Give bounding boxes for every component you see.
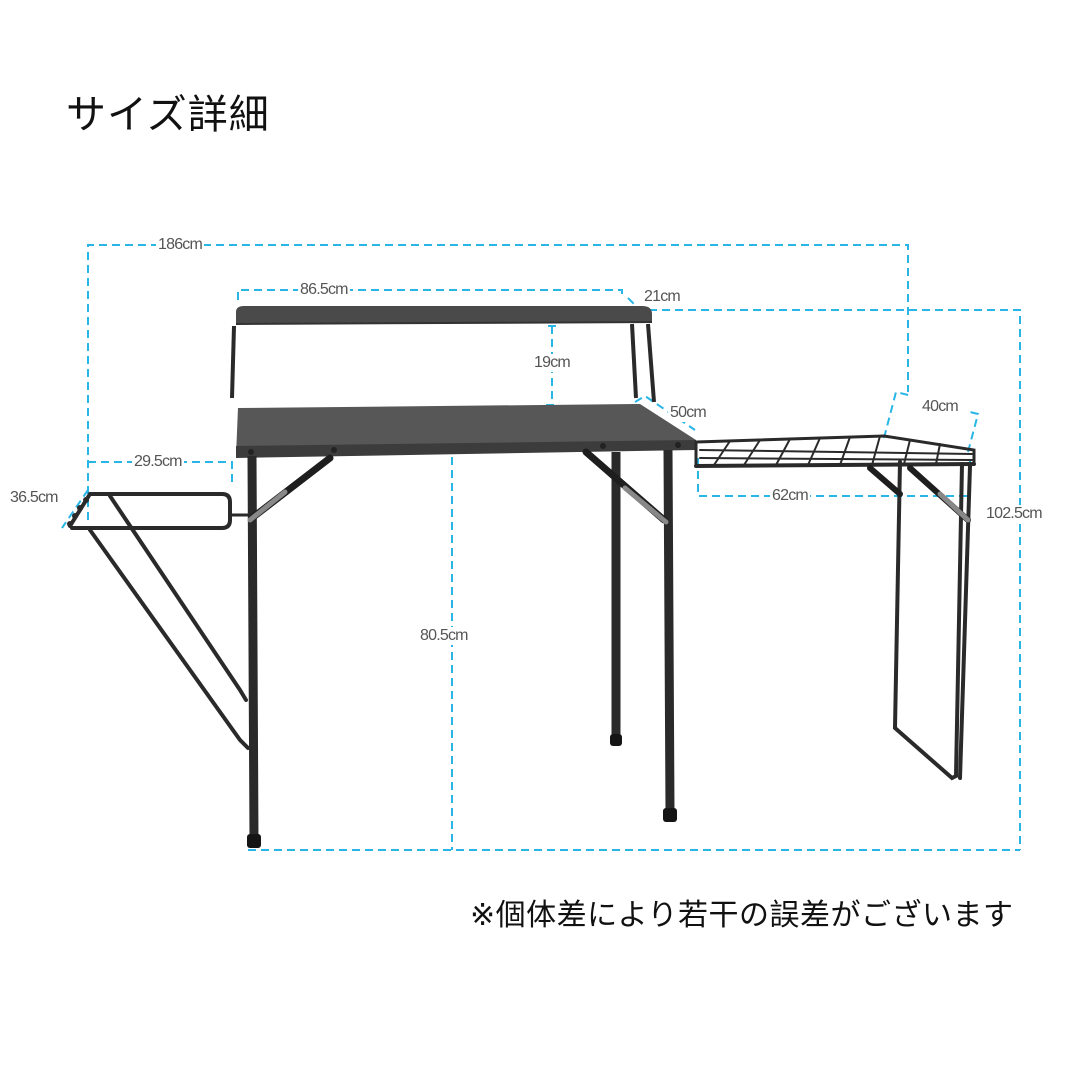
dim-total-width: 186cm <box>156 236 205 254</box>
dim-mesh-shelf-width: 62cm <box>770 487 810 505</box>
page-title: サイズ詳細 <box>66 92 270 138</box>
dim-table-depth: 50cm <box>668 404 708 422</box>
mesh-shelf <box>694 434 976 781</box>
side-rack-hooks <box>67 497 89 527</box>
dim-top-shelf-width: 86.5cm <box>298 281 350 299</box>
dim-top-shelf-depth: 21cm <box>642 288 682 306</box>
dim-side-rack-depth: 36.5cm <box>8 489 60 507</box>
dim-side-rack-width: 29.5cm <box>132 453 184 471</box>
dim-shelf-height: 19cm <box>532 354 572 372</box>
dim-table-height: 80.5cm <box>418 627 470 645</box>
main-table <box>236 404 696 848</box>
tolerance-note: ※個体差により若干の誤差がございます <box>470 898 1014 933</box>
dim-total-height: 102.5cm <box>984 505 1044 523</box>
top-shelf <box>230 306 656 403</box>
dimension-lines <box>61 244 1021 851</box>
side-rack <box>68 492 252 750</box>
dim-mesh-shelf-depth: 40cm <box>920 398 960 416</box>
